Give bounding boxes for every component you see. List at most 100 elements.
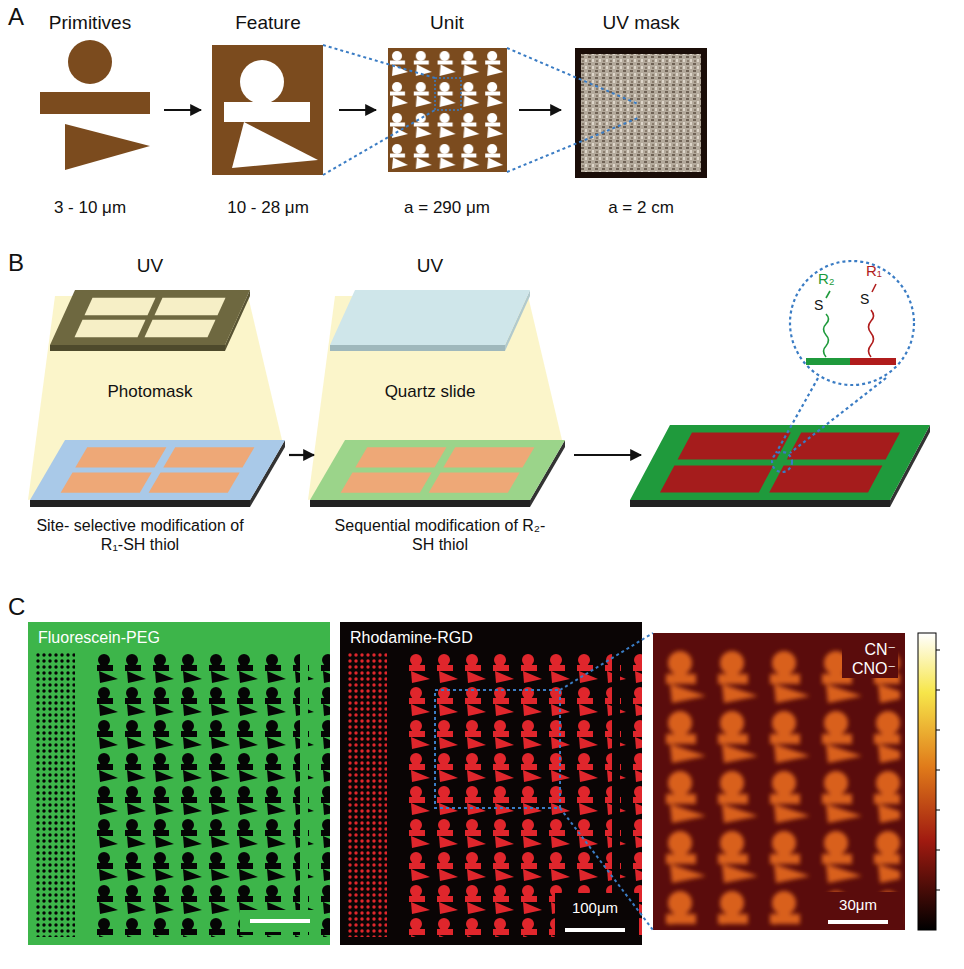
exposed-area [75,447,166,467]
feature-bar [224,102,310,122]
unit-array [388,48,507,172]
process-arrow [164,109,201,111]
zoom-line [776,378,818,453]
zoom-box [435,78,461,110]
linker-green [824,314,829,357]
r1-area [660,466,773,493]
zoom-box [435,690,560,808]
scale-bar [828,920,888,924]
bar-patch [555,893,639,937]
image-ground [28,622,330,945]
part-label: Photomask [107,382,192,402]
scale-bar [250,919,310,923]
modified-area [443,447,534,467]
mask-window [155,298,226,316]
substrate-edge [30,500,250,507]
unit-square [388,48,507,172]
dimension-label: 10 - 28 μm [227,198,309,218]
bar-patch [815,892,903,928]
process-step: UVPhotomaskSite- selective modification … [20,250,285,562]
modified-area [355,447,446,467]
micrograph: Fluorescein-PEG [28,622,330,945]
mask-texture [581,54,701,172]
scale-bar [565,928,625,932]
r1-area [769,466,882,493]
zoom-lines [560,633,653,930]
quartz-slide [330,290,530,345]
micrograph: Rhodamine-RGD100μm [340,622,642,945]
mask-window [145,320,216,338]
substrate-blue [30,440,285,500]
process-arrow [339,109,376,111]
unit-shape [388,48,507,172]
sims-array [660,645,900,925]
step-caption: Sequential modification of R₂-SH thiol [333,516,548,554]
zoom-line [507,118,638,172]
atom-label: S [814,297,823,314]
image-ground [340,622,642,945]
panel-letter: C [8,594,25,620]
zoom-line [507,48,638,104]
substrate-top [630,425,930,500]
color-scale [918,633,936,930]
feature-triangle [232,122,318,168]
slide-edge [330,345,505,351]
sims-image [653,633,905,930]
feature-circle [240,60,284,104]
photomask [50,290,250,345]
light-label: UV [417,255,443,278]
step-heading: Unit [430,12,464,35]
part-label: Quartz slide [385,382,476,402]
scale-label: 100μm [570,899,620,917]
dimension-label: 3 - 10 μm [54,198,126,218]
bond-red [872,284,876,292]
substrate-edge [630,500,890,507]
feature-array [308,652,330,937]
surface-red [850,358,896,365]
step-uv-mask: UV maska = 2 cm [565,10,720,222]
group-label: R₂ [818,270,835,288]
image-label: Fluorescein-PEG [36,628,162,647]
r1-area [787,433,900,460]
zoom-spot [772,452,792,472]
mask-plate [50,290,250,345]
zoom-callout [772,261,914,472]
zoom-line [323,45,435,78]
panel-letter: A [8,4,24,30]
mask-window [75,320,146,338]
process-step: UV Quartz slideSequential modification of… [318,250,570,562]
group-label: R₁ [866,262,882,280]
substrate-edge [310,500,530,507]
step-unit: Unita = 290 μm [380,10,515,222]
zoom-circle [790,261,914,385]
substrate-top [310,440,565,500]
zoom-line [560,808,653,930]
mask-edge [50,345,225,351]
primitive-circle [68,40,112,84]
fluorescein-image [28,622,330,945]
exposed-area [61,472,152,492]
mask-window [85,298,156,316]
modified-area [341,472,432,492]
surface-green [806,358,850,365]
primitive-triangle [65,124,150,170]
color-bar [918,633,940,930]
exposed-area [163,447,254,467]
zoom-line [323,110,435,175]
ion-label: CN⁻ CNO⁻ [842,640,898,678]
image-ground [653,633,905,930]
mask-frame [575,48,707,178]
zoom-lines [323,45,638,175]
step-primitives: Primitives3 - 10 μm [30,10,160,222]
substrate-top [30,440,285,500]
primitive-bar [40,92,150,114]
step-heading: UV mask [602,12,679,35]
dot-array [35,652,75,937]
primitives-shapes [40,40,150,170]
process-arrow [574,454,641,456]
feature-array [95,652,300,937]
zoom-line [790,378,886,453]
panel-letter: B [8,250,24,276]
